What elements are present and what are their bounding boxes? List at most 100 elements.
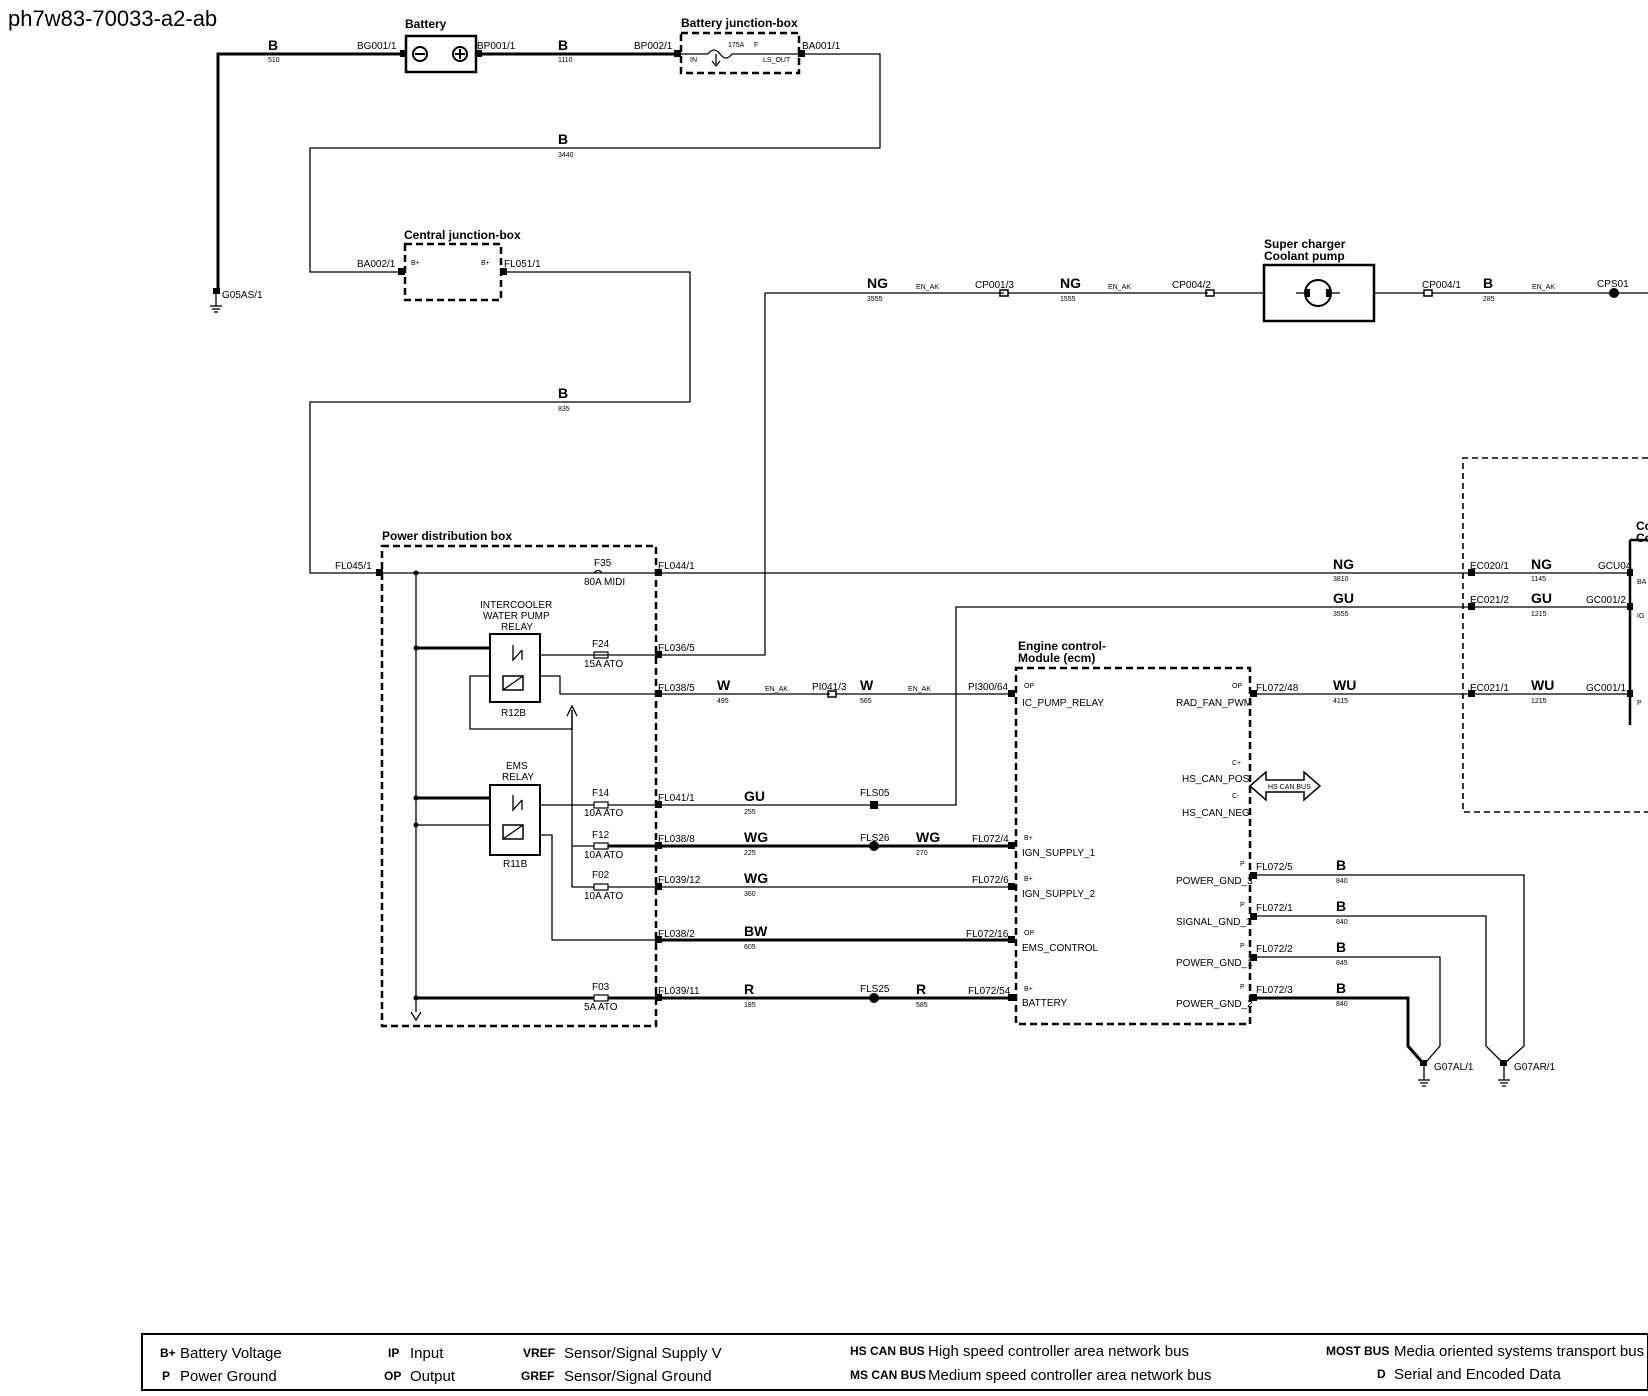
wire-3555	[658, 292, 1004, 656]
wire-number-1215b: 1215	[1531, 698, 1547, 705]
wire-color-840c: B	[1336, 980, 1346, 996]
component-central-jbox: Central junction-box	[404, 228, 521, 242]
connector-fl072-5: FL072/5	[1256, 862, 1293, 873]
connector-ec020: EC020/1	[1470, 561, 1509, 572]
pin-pg2: POWER_GND_2	[1176, 999, 1253, 1010]
ems-relay-id: R11B	[503, 859, 528, 870]
en-ak-4: EN_AK	[765, 686, 788, 693]
legend-val-bplus: Battery Voltage	[180, 1345, 282, 1362]
pin-op-left: OP	[1024, 683, 1034, 690]
connector-g05as: G05AS/1	[222, 290, 263, 301]
ems-relay-l1: EMS	[506, 761, 528, 772]
connector-gc001-1: GC001/1	[1586, 683, 1626, 694]
wire-number-1215: 1215	[1531, 611, 1547, 618]
connector-fl072-1: FL072/1	[1256, 903, 1293, 914]
connector-fl051: FL051/1	[504, 259, 541, 270]
pin-pg1: POWER_GND_1	[1176, 958, 1253, 969]
right-module-l2: Co	[1636, 531, 1648, 545]
connector-fl038-8: FL038/8	[658, 834, 695, 845]
connector-fl041: FL041/1	[658, 793, 695, 804]
connector-pi041: PI041/3	[812, 682, 847, 693]
pin-p-1: P	[1240, 861, 1245, 868]
bjb-fuse-rating: 175A	[728, 42, 745, 49]
wire-number-840a: 840	[1336, 878, 1348, 885]
legend-key-bplus: B+	[160, 1346, 176, 1360]
pin-c-minus: C-	[1232, 793, 1240, 800]
connector-fl038-2: FL038/2	[658, 929, 695, 940]
connector-fls25: FLS25	[860, 984, 890, 995]
right-pin-ba: BA	[1637, 579, 1647, 586]
wire-color-360: WG	[744, 870, 768, 886]
connector-fl072-48: FL072/48	[1256, 683, 1299, 694]
wire-number-585: 585	[916, 1002, 928, 1009]
ic-relay-l1: INTERCOOLER	[480, 600, 552, 611]
fuse-f35-rating: 80A MIDI	[584, 577, 625, 588]
wire-color-1145: NG	[1531, 556, 1552, 572]
wire-number-840c: 840	[1336, 1001, 1348, 1008]
connector-fl039-11: FL039/11	[658, 986, 700, 997]
pin-ign1: IGN_SUPPLY_1	[1022, 848, 1096, 859]
bjb-fuse-f: F	[754, 42, 758, 49]
wire-color-4115: WU	[1333, 677, 1356, 693]
supercharger-coolant-pump	[1262, 263, 1376, 323]
legend-val-gref: Sensor/Signal Ground	[564, 1368, 712, 1385]
wire-840b	[1257, 915, 1503, 1063]
connector-g07al: G07AL/1	[1434, 1062, 1474, 1073]
wire-number-3555b: 3555	[1333, 611, 1349, 618]
wire-color-1215b: WU	[1531, 677, 1554, 693]
right-module-boundary	[1462, 457, 1648, 813]
legend-key-hscan: HS CAN BUS	[850, 1344, 925, 1358]
wire-number-3440: 3440	[558, 152, 574, 159]
component-ecm-l1: Engine control-	[1018, 639, 1106, 653]
pin-pg3: POWER_GND_3	[1176, 876, 1253, 887]
connector-fls05: FLS05	[860, 788, 890, 799]
en-ak-1: EN_AK	[916, 284, 939, 291]
connector-fl072-6: FL072/6	[972, 875, 1009, 886]
wire-color-3555: NG	[867, 275, 888, 291]
wire-color-185: R	[744, 981, 754, 997]
legend-key-vref: VREF	[523, 1346, 555, 1360]
wire-color-510: B	[268, 37, 278, 53]
wire-3440	[309, 53, 881, 273]
wire-color-1110: B	[558, 37, 568, 53]
legend-key-mscan: MS CAN BUS	[850, 1368, 926, 1382]
coolant-pump-circuit: NG 3555 EN_AK CP001/3 NG 1555 EN_AK CP00…	[658, 237, 1648, 656]
connector-fl072-54: FL072/54	[968, 986, 1011, 997]
right-module: EC020/1 NG 1145 GCU04 EC021/2 GU 1215 GC…	[1462, 457, 1648, 813]
bjb-out-label: LS_OUT	[763, 57, 791, 64]
wire-color-605: BW	[744, 923, 768, 939]
en-ak-2: EN_AK	[1108, 284, 1131, 291]
legend-key-op: OP	[384, 1369, 401, 1383]
ic-relay-id: R12B	[501, 708, 526, 719]
wire-number-840b: 840	[1336, 919, 1348, 926]
wire-color-1555: NG	[1060, 275, 1081, 291]
wire-number-225: 225	[744, 850, 756, 857]
connector-g07ar: G07AR/1	[1514, 1062, 1556, 1073]
connector-fl045: FL045/1	[335, 561, 372, 572]
pin-sg1: SIGNAL_GND_1	[1176, 917, 1252, 928]
connector-fl036-5: FL036/5	[658, 643, 695, 654]
component-sc-l1: Super charger	[1264, 237, 1346, 251]
fuse-f35: F35	[594, 558, 612, 569]
connector-ec021-2: EC021/2	[1470, 595, 1509, 606]
connector-cp004-2: CP004/2	[1172, 280, 1211, 291]
pin-ign2: IGN_SUPPLY_2	[1022, 889, 1096, 900]
connector-cps01: CPS01	[1597, 279, 1629, 290]
wire-number-1145: 1145	[1531, 576, 1546, 583]
wire-color-835: B	[558, 385, 568, 401]
pin-bplus-2: B+	[1024, 876, 1033, 883]
wire-number-285: 285	[1483, 296, 1495, 303]
legend: B+ Battery Voltage P Power Ground IP Inp…	[141, 1333, 1648, 1391]
connector-bp001: BP001/1	[477, 41, 516, 52]
connector-gc001-2: GC001/2	[1586, 595, 1626, 606]
component-battery: Battery	[405, 17, 447, 31]
fuse-f03: F03	[592, 982, 610, 993]
right-pin-p: P	[1637, 700, 1642, 707]
pin-p-3: P	[1240, 943, 1245, 950]
central-junction-box	[403, 242, 503, 302]
component-sc-l2: Coolant pump	[1264, 249, 1345, 263]
wire-color-270: WG	[916, 829, 940, 845]
legend-val-op: Output	[410, 1368, 456, 1385]
fuse-f03-rating: 5A ATO	[584, 1002, 618, 1013]
connector-ec021-1: EC021/1	[1470, 683, 1509, 694]
